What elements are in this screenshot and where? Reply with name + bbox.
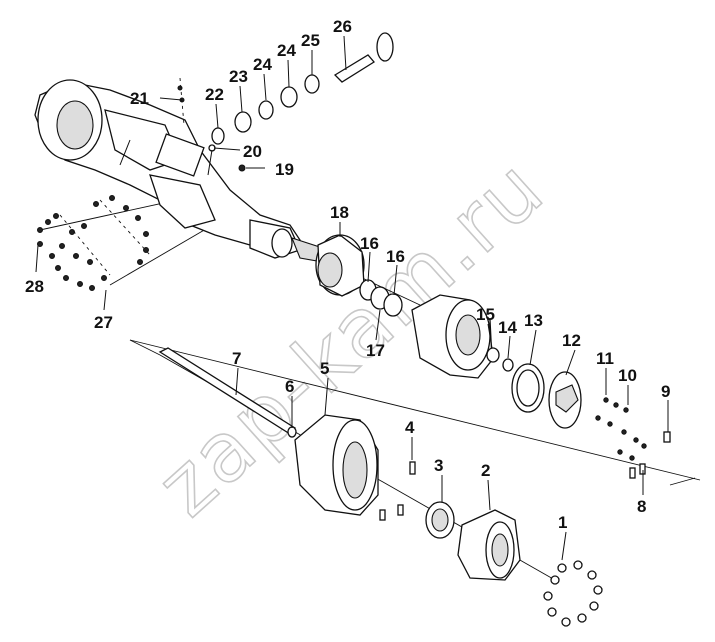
callout-16-b: 16 [386,247,405,266]
callout-24-b: 25 [301,31,320,50]
callout-19: 19 [275,160,294,179]
callout-3: 3 [434,456,443,475]
callout-15: 15 [476,305,495,324]
callout-8: 8 [637,497,646,516]
callout-16-a: 16 [360,234,379,253]
part-13-gasket [511,363,545,413]
callout-7: 7 [232,349,241,368]
mounting-studs [37,195,151,291]
callout-9: 9 [661,382,670,401]
callout-1: 1 [558,513,567,532]
callout-20: 20 [243,142,262,161]
callout-labels: 1 2 3 4 5 6 7 8 9 10 11 12 13 14 15 16 1… [25,17,670,532]
callout-5: 5 [320,359,329,378]
callout-23: 23 [229,67,248,86]
callout-13: 13 [524,311,543,330]
callout-4: 4 [405,418,415,437]
axle-housing [34,79,341,266]
part-12-cover [548,371,582,429]
cover-bolts [595,397,671,479]
callout-22: 22 [205,85,224,104]
callout-17: 17 [366,341,385,360]
callout-11: 11 [596,349,614,368]
part-2-hub-flange [457,509,521,581]
callout-24-a: 24 [253,55,272,74]
part-5-brake-drum [294,414,379,516]
callout-28: 28 [25,277,44,296]
callout-25: 24 [277,41,296,60]
wheel-hub [411,294,514,379]
callout-14: 14 [498,318,517,337]
part-3-seal [425,501,455,539]
part-1-wheel-nuts [543,560,603,627]
callout-26: 26 [333,17,352,36]
callout-21: 21 [130,89,149,108]
callout-leaders [35,35,669,561]
callout-2: 2 [481,461,490,480]
callout-12: 12 [562,331,581,350]
callout-6: 6 [285,377,294,396]
drum-studs [379,461,416,521]
part-16-17-rings [359,279,403,317]
callout-10: 10 [618,366,637,385]
callout-27: 27 [94,313,113,332]
part-18-bearing [315,234,365,297]
callout-18: 18 [330,203,349,222]
